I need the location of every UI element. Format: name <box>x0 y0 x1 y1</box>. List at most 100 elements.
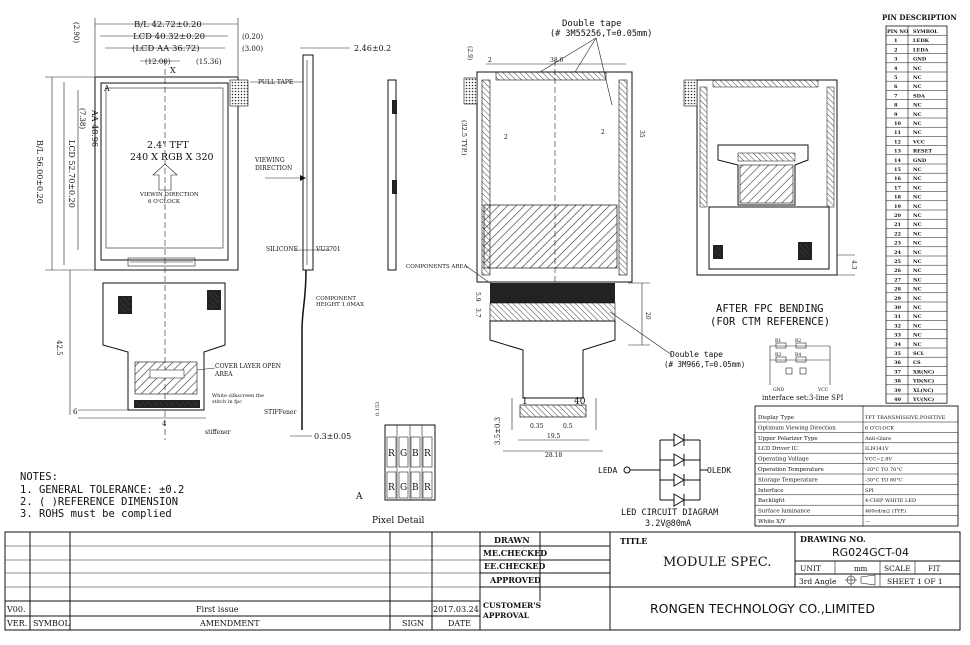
white-silkscreen-label-2: stitch in fpc <box>212 399 242 405</box>
pin-symbol: NC <box>913 112 922 118</box>
pull-tape-label: PULL TAPE <box>258 79 293 86</box>
pixel-r1: R <box>388 449 395 459</box>
pin-number: 2 <box>894 47 898 53</box>
unit-label: UNIT <box>800 564 821 573</box>
pin-symbol: NC <box>913 176 922 182</box>
pin-number: 10 <box>894 121 901 127</box>
interface-diagram: R1 R2 R3 R4 GND VCC interface set:3-line… <box>762 338 844 402</box>
drawn-label: DRAWN <box>494 535 530 545</box>
pin-symbol: NC <box>913 268 922 274</box>
dim-2-top: 2 <box>488 57 492 64</box>
spec-value: 4-CHIP WHITE LED <box>865 498 916 504</box>
interface-caption: interface set:3-line SPI <box>762 394 844 402</box>
dim-38: 38.6 <box>550 57 564 64</box>
pin-symbol: LEDA <box>913 47 929 53</box>
pin-number: 16 <box>894 176 901 182</box>
double-tape-label: Double tape <box>562 19 622 29</box>
amendment-label: AMENDMENT <box>199 619 260 628</box>
scale-label: SCALE <box>884 564 911 573</box>
pin-number: 28 <box>894 287 901 293</box>
side-view: 2.46±0.2 PULL TAPE VIEWING DIRECTION SIL… <box>196 44 397 441</box>
dim-738: (7.38) <box>78 108 86 129</box>
pixel-b2: B <box>412 483 419 493</box>
pin-symbol: NC <box>913 222 922 228</box>
pin-symbol: NC <box>913 66 922 72</box>
spec-label: Optimum Viewing Direction <box>758 425 836 431</box>
dim-43: 4.3 <box>850 260 857 270</box>
dim-020: (0.20) <box>242 33 263 41</box>
pin-number: 26 <box>894 268 901 274</box>
spec-label: Operating Voltage <box>758 457 809 463</box>
customer-approval-label-2: APPROVAL <box>482 611 530 620</box>
pin-symbol: NC <box>913 296 922 302</box>
pin-number: 21 <box>894 222 901 228</box>
pin-symbol: NC <box>913 130 922 136</box>
pin-symbol: VCC <box>912 139 925 145</box>
sheet-label: SHEET 1 OF 1 <box>887 577 943 586</box>
resistor-r3: R3 <box>775 352 781 358</box>
lcd-resolution-text: 240 X RGB X 320 <box>130 152 214 163</box>
pixel-g1: G <box>400 449 407 459</box>
ver-label: VER. <box>6 619 27 628</box>
pin-symbol: NC <box>913 75 922 81</box>
pin-symbol: NC <box>913 231 922 237</box>
revision-version: V00. <box>6 605 26 614</box>
fpc-thickness: 0.3±0.05 <box>314 432 351 441</box>
dim-35: 35 <box>638 130 645 138</box>
pin-symbol: NC <box>913 121 922 127</box>
pin-number: 38 <box>894 379 901 385</box>
spec-value: --- <box>865 519 870 525</box>
led-anode-label: LEDA <box>598 466 617 475</box>
spec-value: VCC=2.8V <box>864 457 892 463</box>
spec-label: Upper Polarizer Type <box>758 436 818 442</box>
pin-number: 32 <box>894 323 901 329</box>
pixel-g2: G <box>400 483 407 493</box>
led-cathode-label: OLEDK <box>707 466 731 475</box>
dim-1536: (15.36) <box>196 58 222 66</box>
projection-angle: 3rd Angle <box>799 577 837 586</box>
approved-label: APPROVED <box>489 575 541 585</box>
pin-header-symbol: SYMBOL <box>913 29 938 35</box>
cover-layer-area: AREA <box>214 371 233 378</box>
pin-symbol: XR(NC) <box>913 368 934 375</box>
dim-291: (2.9) <box>466 46 473 60</box>
revision-description: First issue <box>196 605 239 614</box>
dim-2818: 28.18 <box>545 452 562 459</box>
resistor-r4: R4 <box>795 352 801 358</box>
pin-number: 6 <box>894 84 898 90</box>
pin-symbol: NC <box>913 241 922 247</box>
pin-number: 25 <box>894 259 901 265</box>
x-label: X <box>170 66 176 75</box>
pin-symbol: NC <box>913 305 922 311</box>
white-silkscreen-label: White silkscreen the <box>212 393 264 399</box>
pin-symbol: YU(NC) <box>912 396 934 403</box>
pin-symbol: RESET <box>913 149 932 155</box>
title-block: DRAWN ME.CHECKED EE.CHECKED APPROVED TIT… <box>4 531 961 631</box>
module-thickness: 2.46±0.2 <box>354 44 391 53</box>
spec-value: 6 O'CLOCK <box>865 425 894 431</box>
pin-number: 13 <box>894 149 901 155</box>
ee-checked-label: EE.CHECKED <box>484 561 545 571</box>
resistor-r2: R2 <box>795 338 801 344</box>
pin-number: 29 <box>894 296 901 302</box>
lcd-size-text: 2.4" TFT <box>147 140 189 151</box>
pin-symbol: NC <box>913 259 922 265</box>
pin-symbol: NC <box>913 103 922 109</box>
symbol-label: SYMBOL <box>33 619 71 628</box>
pin-number: 4 <box>894 66 898 72</box>
pixel-b1: B <box>412 449 419 459</box>
led-circuit: LEDA OLEDK LED CIRCUIT DIAGRAM 3.2V@80mA <box>598 433 731 529</box>
dim-2-left: 2 <box>504 134 508 141</box>
pin-header-no: PIN NO <box>887 29 909 35</box>
pin-number: 17 <box>894 185 901 191</box>
dim-325: (32.5 TYP.) <box>460 120 468 156</box>
a-marker: A <box>103 84 110 93</box>
sign-label: SIGN <box>402 619 424 628</box>
dim-bl-width: B/L 42.72±0.20 <box>134 20 202 30</box>
dim-195: 19.5 <box>547 433 561 440</box>
notes: NOTES: 1. GENERAL TOLERANCE: ±0.2 2. ( )… <box>20 471 184 520</box>
pin-number: 34 <box>894 342 901 348</box>
dim-12: (12.00) <box>145 58 171 66</box>
spec-label: LCD Driver IC <box>758 446 798 452</box>
